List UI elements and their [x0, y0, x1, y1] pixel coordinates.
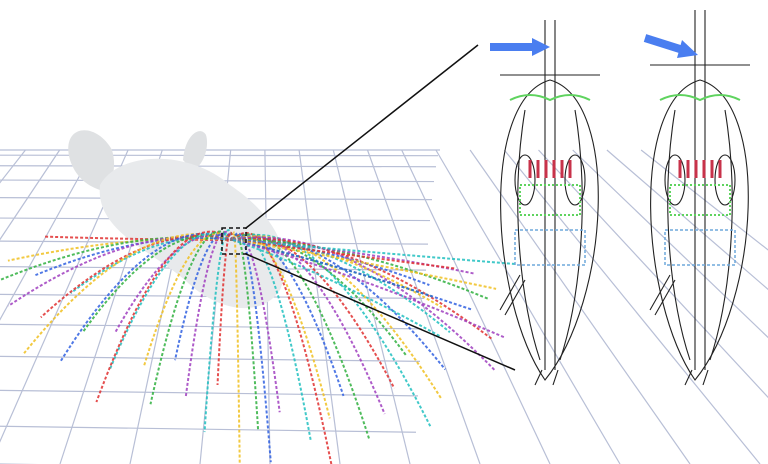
grid-line — [366, 149, 481, 464]
ray — [35, 236, 234, 277]
ray — [232, 236, 496, 371]
floor-grid — [0, 149, 768, 464]
anatomy-section-b — [649, 10, 750, 386]
grid-line — [435, 149, 621, 464]
grid-line — [401, 149, 551, 464]
ray — [108, 232, 234, 371]
ray — [232, 239, 473, 311]
ray — [232, 239, 518, 266]
grid-line — [0, 425, 417, 433]
ray — [232, 232, 272, 463]
anatomy-section-a — [499, 20, 600, 386]
grid-line — [572, 149, 768, 339]
grid-line — [0, 149, 95, 321]
grid-line — [606, 149, 768, 291]
grid-line — [640, 149, 768, 251]
grid-line — [0, 154, 439, 157]
ray — [232, 239, 497, 290]
ray — [232, 239, 441, 338]
grid-line — [298, 149, 341, 464]
grid-line — [0, 323, 423, 330]
grid-line — [538, 149, 768, 399]
grid-line — [0, 165, 437, 168]
arrow-icon — [643, 34, 698, 58]
ray — [23, 233, 234, 354]
ear-left — [68, 130, 115, 190]
grid-line — [469, 149, 691, 464]
grid-line — [503, 149, 761, 464]
zoom-connector-bottom — [245, 253, 516, 371]
ray — [232, 239, 506, 339]
ray — [184, 231, 234, 397]
ray — [203, 229, 234, 433]
ear-right — [183, 131, 208, 170]
ray — [232, 231, 241, 464]
ray — [216, 231, 234, 386]
ray — [60, 232, 234, 362]
grid-line — [0, 149, 61, 241]
ray — [232, 239, 456, 270]
zoom-region-box — [221, 227, 247, 255]
ray — [0, 236, 234, 282]
zoom-connector-top — [245, 44, 479, 229]
ray — [149, 230, 234, 405]
ray — [232, 232, 333, 464]
grid-line — [264, 149, 271, 464]
arrow-icon — [490, 38, 550, 56]
ray — [232, 237, 407, 356]
ray — [174, 232, 234, 361]
grid-line — [332, 149, 411, 464]
grid-line — [0, 389, 419, 397]
